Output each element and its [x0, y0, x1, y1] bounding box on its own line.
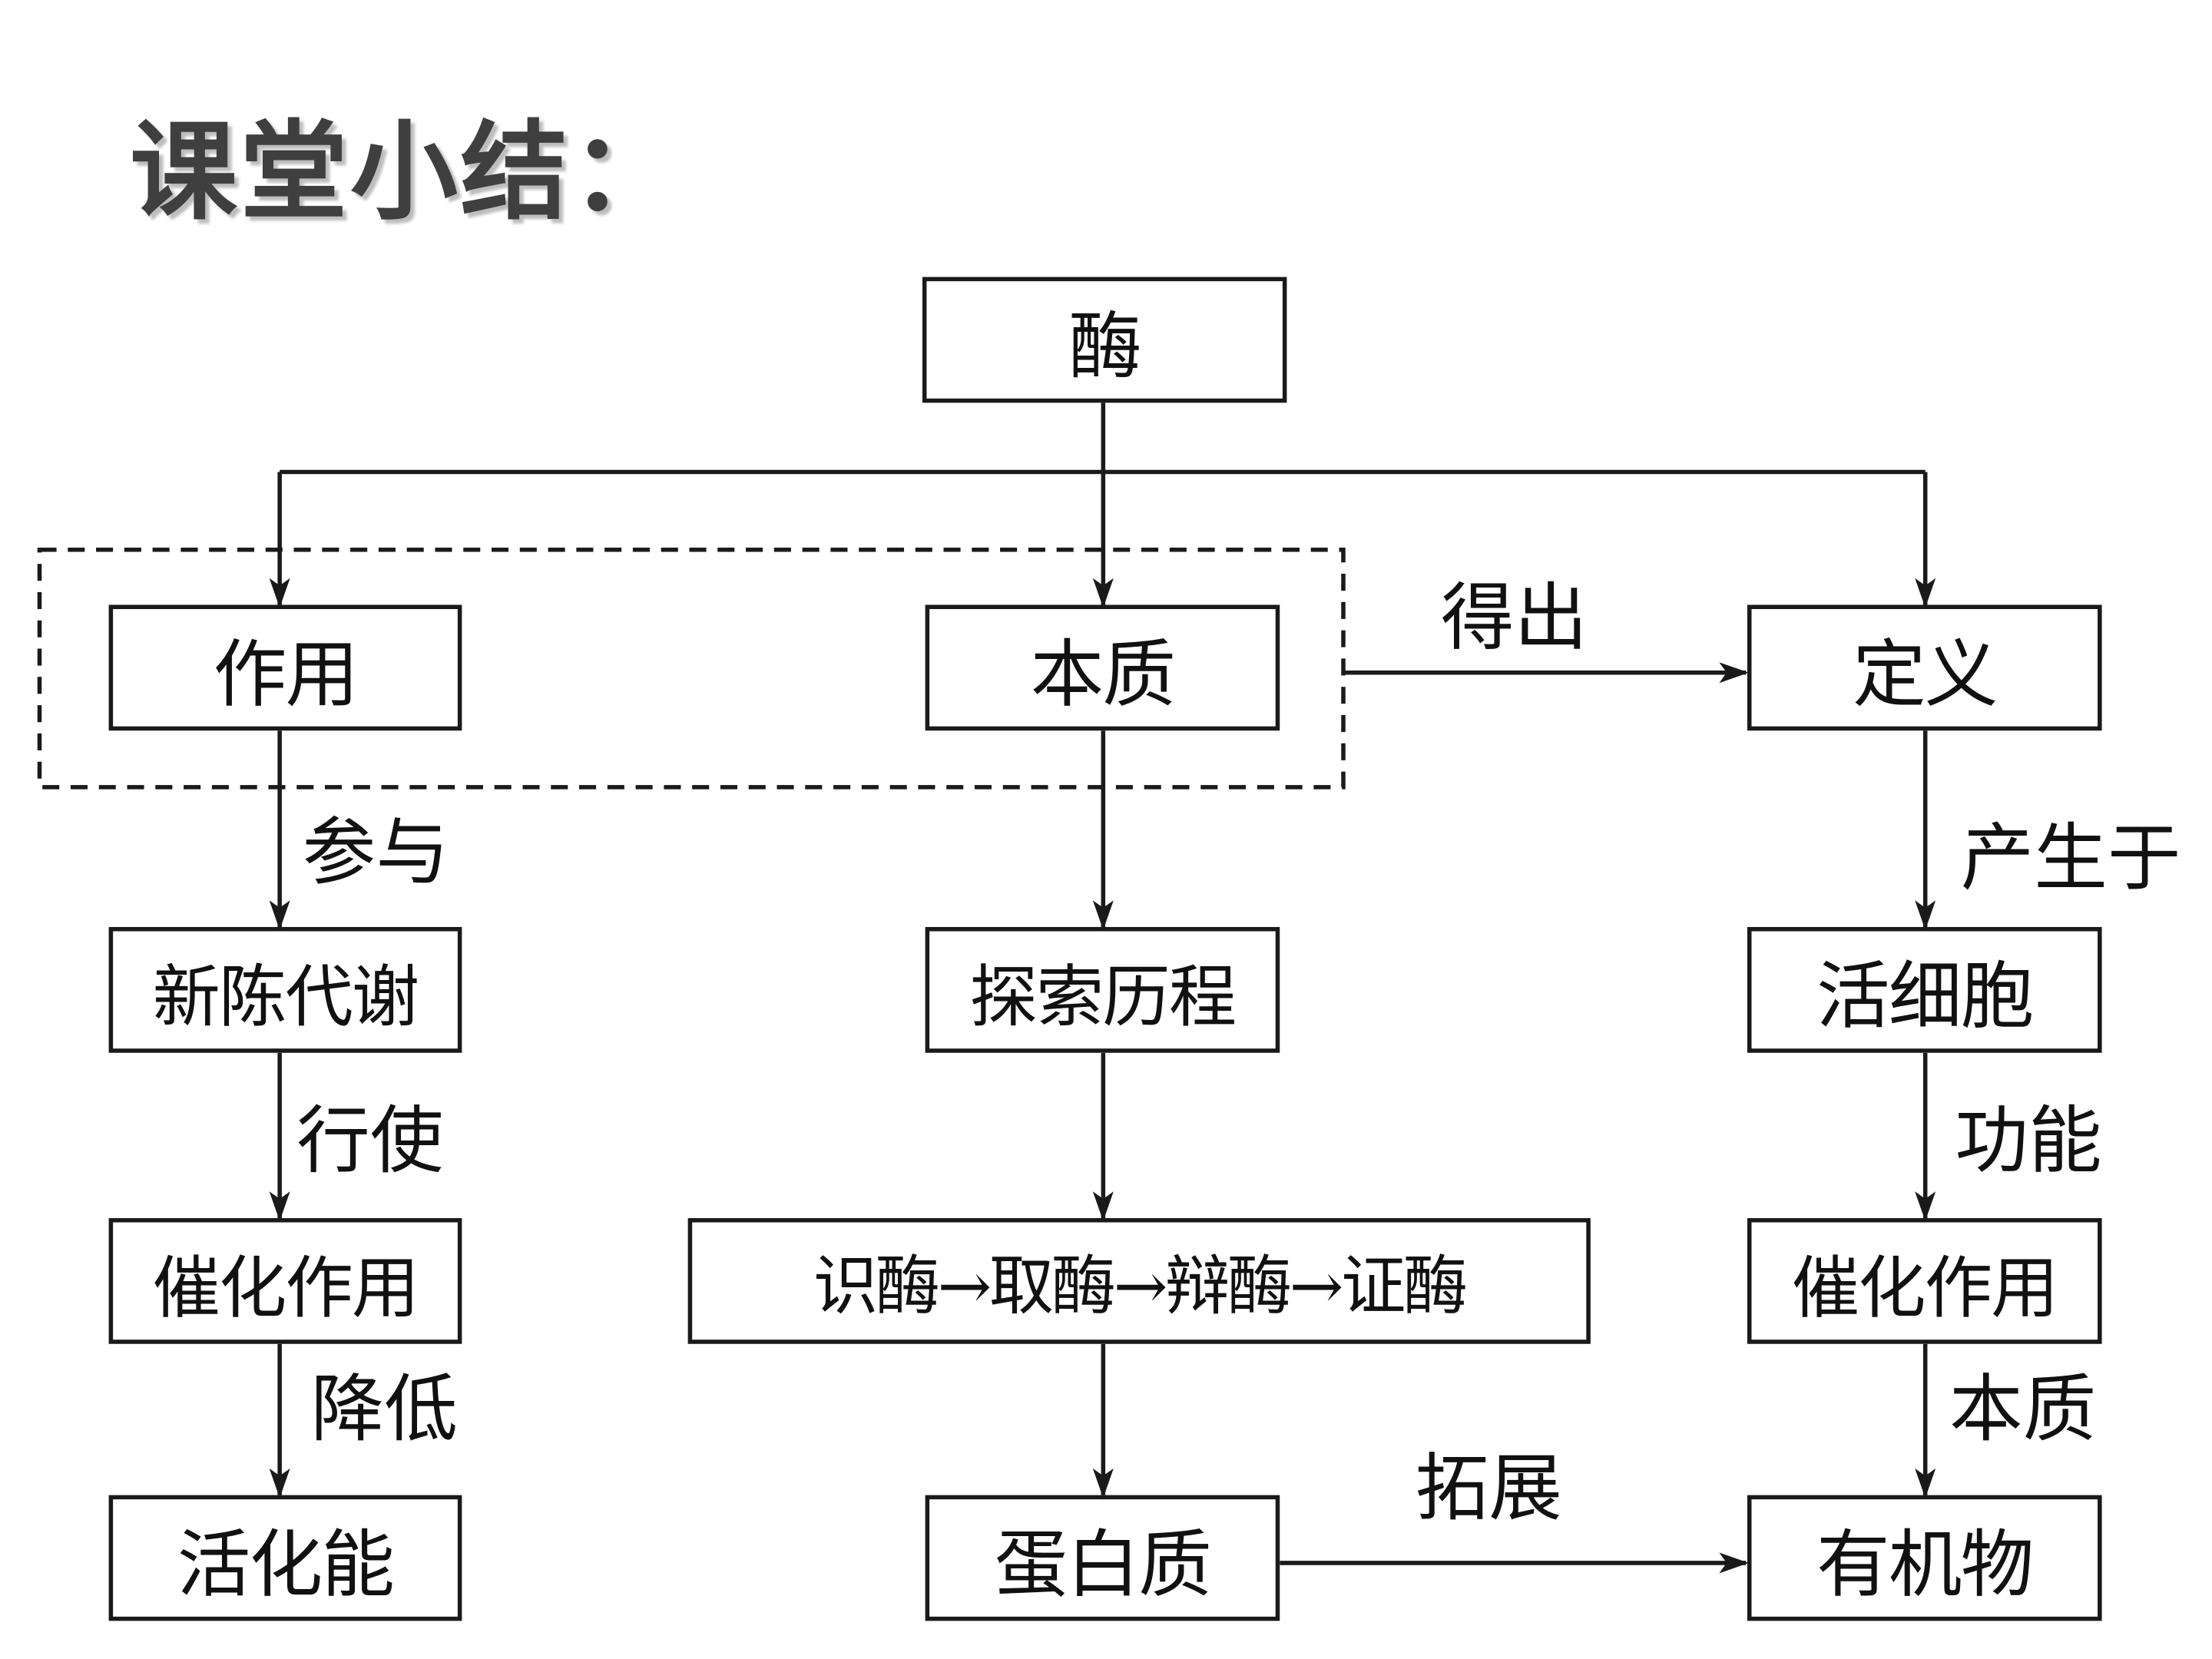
node-chain: 识酶→取酶→辩酶→证酶: [687, 1217, 1591, 1344]
page-title: 课堂小结：: [130, 108, 681, 235]
node-cuihua-left: 催化作用: [108, 1217, 462, 1344]
edge-label-tuozhan: 拓展: [1415, 1447, 1563, 1532]
node-huohuaneng: 活化能: [108, 1495, 462, 1621]
dashed-group-box: [37, 547, 1346, 790]
edge-label-jiangdi: 降低: [310, 1368, 458, 1453]
edge-label-dechu: 得出: [1440, 576, 1588, 662]
node-xinchen: 新陈代谢: [108, 926, 462, 1053]
node-root: 酶: [922, 276, 1287, 403]
node-dingyi: 定义: [1747, 604, 2102, 731]
edge-label-canyu: 参与: [302, 811, 449, 896]
node-cuihua-right: 催化作用: [1747, 1217, 2102, 1344]
edge-label-xingshi: 行使: [296, 1099, 444, 1184]
node-danbaizhi: 蛋白质: [925, 1495, 1280, 1621]
node-youjiwu: 有机物: [1747, 1495, 2102, 1621]
edge-label-benzhi: 本质: [1949, 1368, 2097, 1453]
edge-label-chanshengyu: 产生于: [1960, 816, 2181, 902]
node-benzhi: 本质: [925, 604, 1280, 731]
node-zuoyong: 作用: [108, 604, 462, 731]
node-huoxibao: 活细胞: [1747, 926, 2102, 1053]
edge-label-gongneng: 功能: [1955, 1099, 2102, 1184]
node-tansuo: 探索历程: [925, 926, 1280, 1053]
